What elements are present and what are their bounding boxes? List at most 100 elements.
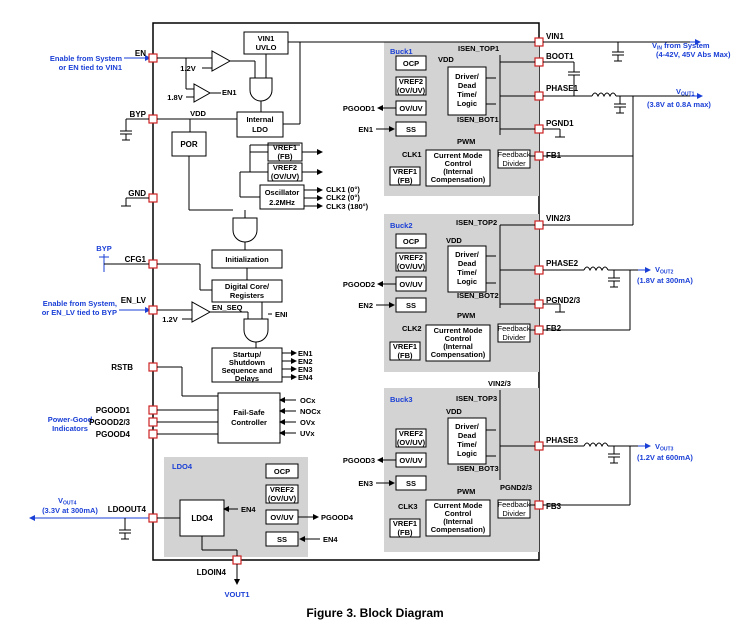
svg-text:Current Mode: Current Mode xyxy=(434,501,483,510)
pin-ldoout4: LDOOUT4 xyxy=(108,505,158,523)
svg-text:EN2: EN2 xyxy=(358,301,373,310)
svg-text:VREF2: VREF2 xyxy=(270,485,294,494)
svg-text:VREF1: VREF1 xyxy=(393,167,417,176)
svg-text:OCP: OCP xyxy=(274,467,290,476)
svg-text:1.2V: 1.2V xyxy=(162,315,177,324)
svg-text:Controller: Controller xyxy=(231,418,267,427)
svg-text:NOCx: NOCx xyxy=(300,407,322,416)
pin-boot1: BOOT1 xyxy=(534,52,574,67)
svg-text:UVx: UVx xyxy=(300,429,315,438)
svg-text:Delays: Delays xyxy=(235,374,259,383)
enable-system-enlv-label-2: or EN_LV tied to BYP xyxy=(42,308,117,317)
pin-en-lv: EN_LV xyxy=(121,296,158,315)
svg-text:Current Mode: Current Mode xyxy=(434,151,483,160)
svg-text:(FB): (FB) xyxy=(398,351,413,360)
svg-text:EN_LV: EN_LV xyxy=(121,296,147,305)
svg-text:Dead: Dead xyxy=(458,259,477,268)
svg-text:Dead: Dead xyxy=(458,81,477,90)
svg-text:CLK3: CLK3 xyxy=(398,502,418,511)
svg-text:LDO: LDO xyxy=(252,125,268,134)
power-good-label: Power-Good xyxy=(48,415,93,424)
svg-text:Internal: Internal xyxy=(246,115,273,124)
svg-text:PGOOD4: PGOOD4 xyxy=(96,430,131,439)
svg-text:VREF2: VREF2 xyxy=(399,77,423,86)
svg-text:PGOOD1: PGOOD1 xyxy=(343,104,375,113)
buck2-title: Buck2 xyxy=(390,221,413,230)
svg-text:1.8V: 1.8V xyxy=(167,93,182,102)
oscillator-box xyxy=(259,184,305,210)
vout4-spec: (3.3V at 300mA) xyxy=(42,506,98,515)
byp-external-label: BYP xyxy=(96,244,111,253)
svg-text:Divider: Divider xyxy=(502,159,526,168)
vout1-spec: (3.8V at 0.8A max) xyxy=(647,100,711,109)
svg-text:Initialization: Initialization xyxy=(225,255,269,264)
svg-text:VDD: VDD xyxy=(446,236,462,245)
pin-pgnd1: PGND1 xyxy=(534,119,574,134)
svg-text:Feedback: Feedback xyxy=(498,150,531,159)
svg-text:LDOIN4: LDOIN4 xyxy=(197,568,227,577)
svg-text:SS: SS xyxy=(406,301,416,310)
power-good-label-2: Indicators xyxy=(52,424,88,433)
svg-text:Compensation): Compensation) xyxy=(431,350,486,359)
svg-text:Time/: Time/ xyxy=(457,440,477,449)
pin-phase3: PHASE3 xyxy=(534,436,579,451)
svg-text:(FB): (FB) xyxy=(398,528,413,537)
svg-text:EN: EN xyxy=(135,49,146,58)
svg-text:PHASE2: PHASE2 xyxy=(546,259,579,268)
svg-text:Fail-Safe: Fail-Safe xyxy=(233,408,264,417)
svg-text:EN3: EN3 xyxy=(298,365,313,374)
pin-fb3: FB3 xyxy=(534,500,562,511)
svg-text:FB2: FB2 xyxy=(546,324,562,333)
svg-text:OCx: OCx xyxy=(300,396,316,405)
svg-text:PGND2/3: PGND2/3 xyxy=(500,483,532,492)
svg-text:Driver/: Driver/ xyxy=(455,72,480,81)
svg-text:OV/UV: OV/UV xyxy=(399,456,422,465)
svg-text:OVx: OVx xyxy=(300,418,316,427)
svg-text:GND: GND xyxy=(128,189,146,198)
svg-text:Divider: Divider xyxy=(502,333,526,342)
and-gate-2 xyxy=(232,217,258,243)
svg-text:Control: Control xyxy=(445,509,472,518)
svg-text:(OV/UV): (OV/UV) xyxy=(397,86,426,95)
digital-core-box xyxy=(211,279,283,303)
svg-text:CLK2: CLK2 xyxy=(402,324,422,333)
svg-text:VREF1: VREF1 xyxy=(393,519,417,528)
svg-text:CFG1: CFG1 xyxy=(125,255,147,264)
svg-text:OCP: OCP xyxy=(403,237,419,246)
svg-text:CLK1 (0°): CLK1 (0°) xyxy=(326,185,360,194)
svg-text:ISEN_BOT1: ISEN_BOT1 xyxy=(457,115,499,124)
svg-text:(OV/UV): (OV/UV) xyxy=(397,262,426,271)
svg-text:VIN2/3: VIN2/3 xyxy=(546,214,571,223)
svg-text:Control: Control xyxy=(445,159,472,168)
vout3-spec: (1.2V at 600mA) xyxy=(637,453,693,462)
svg-text:Logic: Logic xyxy=(457,277,477,286)
svg-text:PGOOD2: PGOOD2 xyxy=(343,280,375,289)
svg-text:PHASE3: PHASE3 xyxy=(546,436,579,445)
svg-text:Compensation): Compensation) xyxy=(431,525,486,534)
svg-text:PWM: PWM xyxy=(457,137,475,146)
ldo4-title: LDO4 xyxy=(172,462,193,471)
svg-text:OV/UV: OV/UV xyxy=(399,280,422,289)
svg-text:(Internal: (Internal xyxy=(443,167,473,176)
svg-text:Feedback: Feedback xyxy=(498,324,531,333)
svg-text:LDO4: LDO4 xyxy=(191,514,213,523)
svg-text:ISEN_TOP2: ISEN_TOP2 xyxy=(456,218,497,227)
svg-text:1.2V: 1.2V xyxy=(180,64,195,73)
svg-text:PGOOD2/3: PGOOD2/3 xyxy=(89,418,130,427)
svg-text:(FB): (FB) xyxy=(278,152,293,161)
svg-text:OV/UV: OV/UV xyxy=(399,104,422,113)
svg-text:RSTB: RSTB xyxy=(111,363,133,372)
svg-text:BOOT1: BOOT1 xyxy=(546,52,574,61)
svg-text:Driver/: Driver/ xyxy=(455,250,480,259)
buck3-title: Buck3 xyxy=(390,395,413,404)
svg-text:(Internal: (Internal xyxy=(443,517,473,526)
svg-text:VIN1: VIN1 xyxy=(546,32,564,41)
svg-text:VIN2/3: VIN2/3 xyxy=(488,379,511,388)
vout2-label: VOUT2 xyxy=(655,265,674,276)
svg-text:Registers: Registers xyxy=(230,291,264,300)
svg-text:FB3: FB3 xyxy=(546,502,562,511)
pin-pgnd23: PGND2/3 xyxy=(534,296,581,309)
svg-text:VREF1: VREF1 xyxy=(273,143,297,152)
svg-text:Feedback: Feedback xyxy=(498,500,531,509)
svg-text:SS: SS xyxy=(406,125,416,134)
